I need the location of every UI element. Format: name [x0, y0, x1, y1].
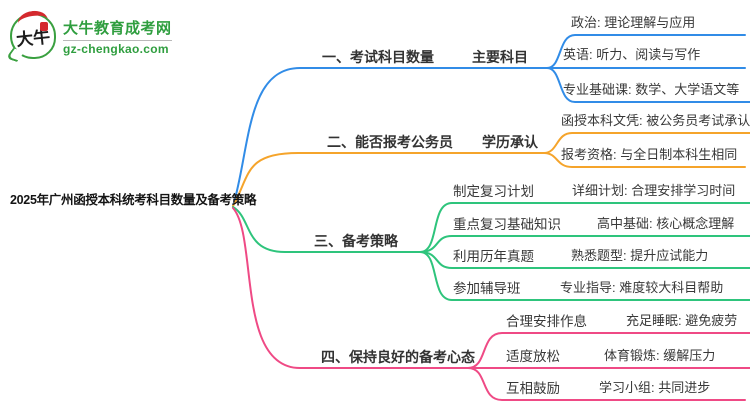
branch-1-subnode[interactable]: 主要科目: [472, 49, 528, 65]
site-domain: gz-chengkao.com: [63, 41, 169, 56]
branch-3-mid-3[interactable]: 利用历年真题: [453, 249, 534, 264]
branch-3-leaf-3[interactable]: 熟悉题型: 提升应试能力: [571, 248, 709, 263]
branch-1-leaf-2[interactable]: 英语: 听力、阅读与写作: [563, 47, 701, 62]
site-name: 大牛教育成考网: [63, 19, 172, 37]
root-node[interactable]: 2025年广州函授本科统考科目数量及备考策略: [10, 193, 257, 207]
branch-4-leaf-2[interactable]: 体育锻炼: 缓解压力: [604, 348, 716, 363]
branch-3-mid-1[interactable]: 制定复习计划: [453, 184, 534, 199]
branch-1-leaf-3[interactable]: 专业基础课: 数学、大学语文等: [563, 82, 740, 97]
branch-4-mid-2[interactable]: 适度放松: [506, 349, 560, 364]
branch-3-leaf-2[interactable]: 高中基础: 核心概念理解: [597, 216, 735, 231]
site-logo[interactable]: 大牛 大牛教育成考网 gz-chengkao.com: [10, 9, 172, 59]
logo-text-block: 大牛教育成考网 gz-chengkao.com: [63, 17, 172, 56]
branch-3-leaf-4[interactable]: 专业指导: 难度较大科目帮助: [560, 280, 724, 295]
logo-bubble: 大牛: [10, 9, 56, 59]
branch-2-leaf-2[interactable]: 报考资格: 与全日制本科生相同: [561, 147, 738, 162]
branch-2-label[interactable]: 二、能否报考公务员: [327, 134, 453, 150]
branch-2-subnode[interactable]: 学历承认: [482, 134, 538, 150]
branch-4-mid-3[interactable]: 互相鼓励: [506, 381, 560, 396]
branch-3-leaf-1[interactable]: 详细计划: 合理安排学习时间: [572, 183, 736, 198]
branch-4-leaf-1[interactable]: 充足睡眠: 避免疲劳: [626, 313, 738, 328]
branch-3-mid-4[interactable]: 参加辅导班: [453, 281, 521, 296]
branch-3-mid-2[interactable]: 重点复习基础知识: [453, 217, 561, 232]
branch-1-label[interactable]: 一、考试科目数量: [322, 49, 434, 65]
branch-3-label[interactable]: 三、备考策略: [314, 233, 398, 249]
branch-4-mid-1[interactable]: 合理安排作息: [506, 314, 587, 329]
branch-2-leaf-1[interactable]: 函授本科文凭: 被公务员考试承认: [561, 113, 750, 128]
logo-divider: [63, 39, 172, 41]
logo-seal-icon: [40, 22, 48, 31]
branch-1-leaf-1[interactable]: 政治: 理论理解与应用: [571, 15, 696, 30]
branch-4-leaf-3[interactable]: 学习小组: 共同进步: [599, 380, 711, 395]
branch-4-label[interactable]: 四、保持良好的备考心态: [321, 349, 475, 365]
